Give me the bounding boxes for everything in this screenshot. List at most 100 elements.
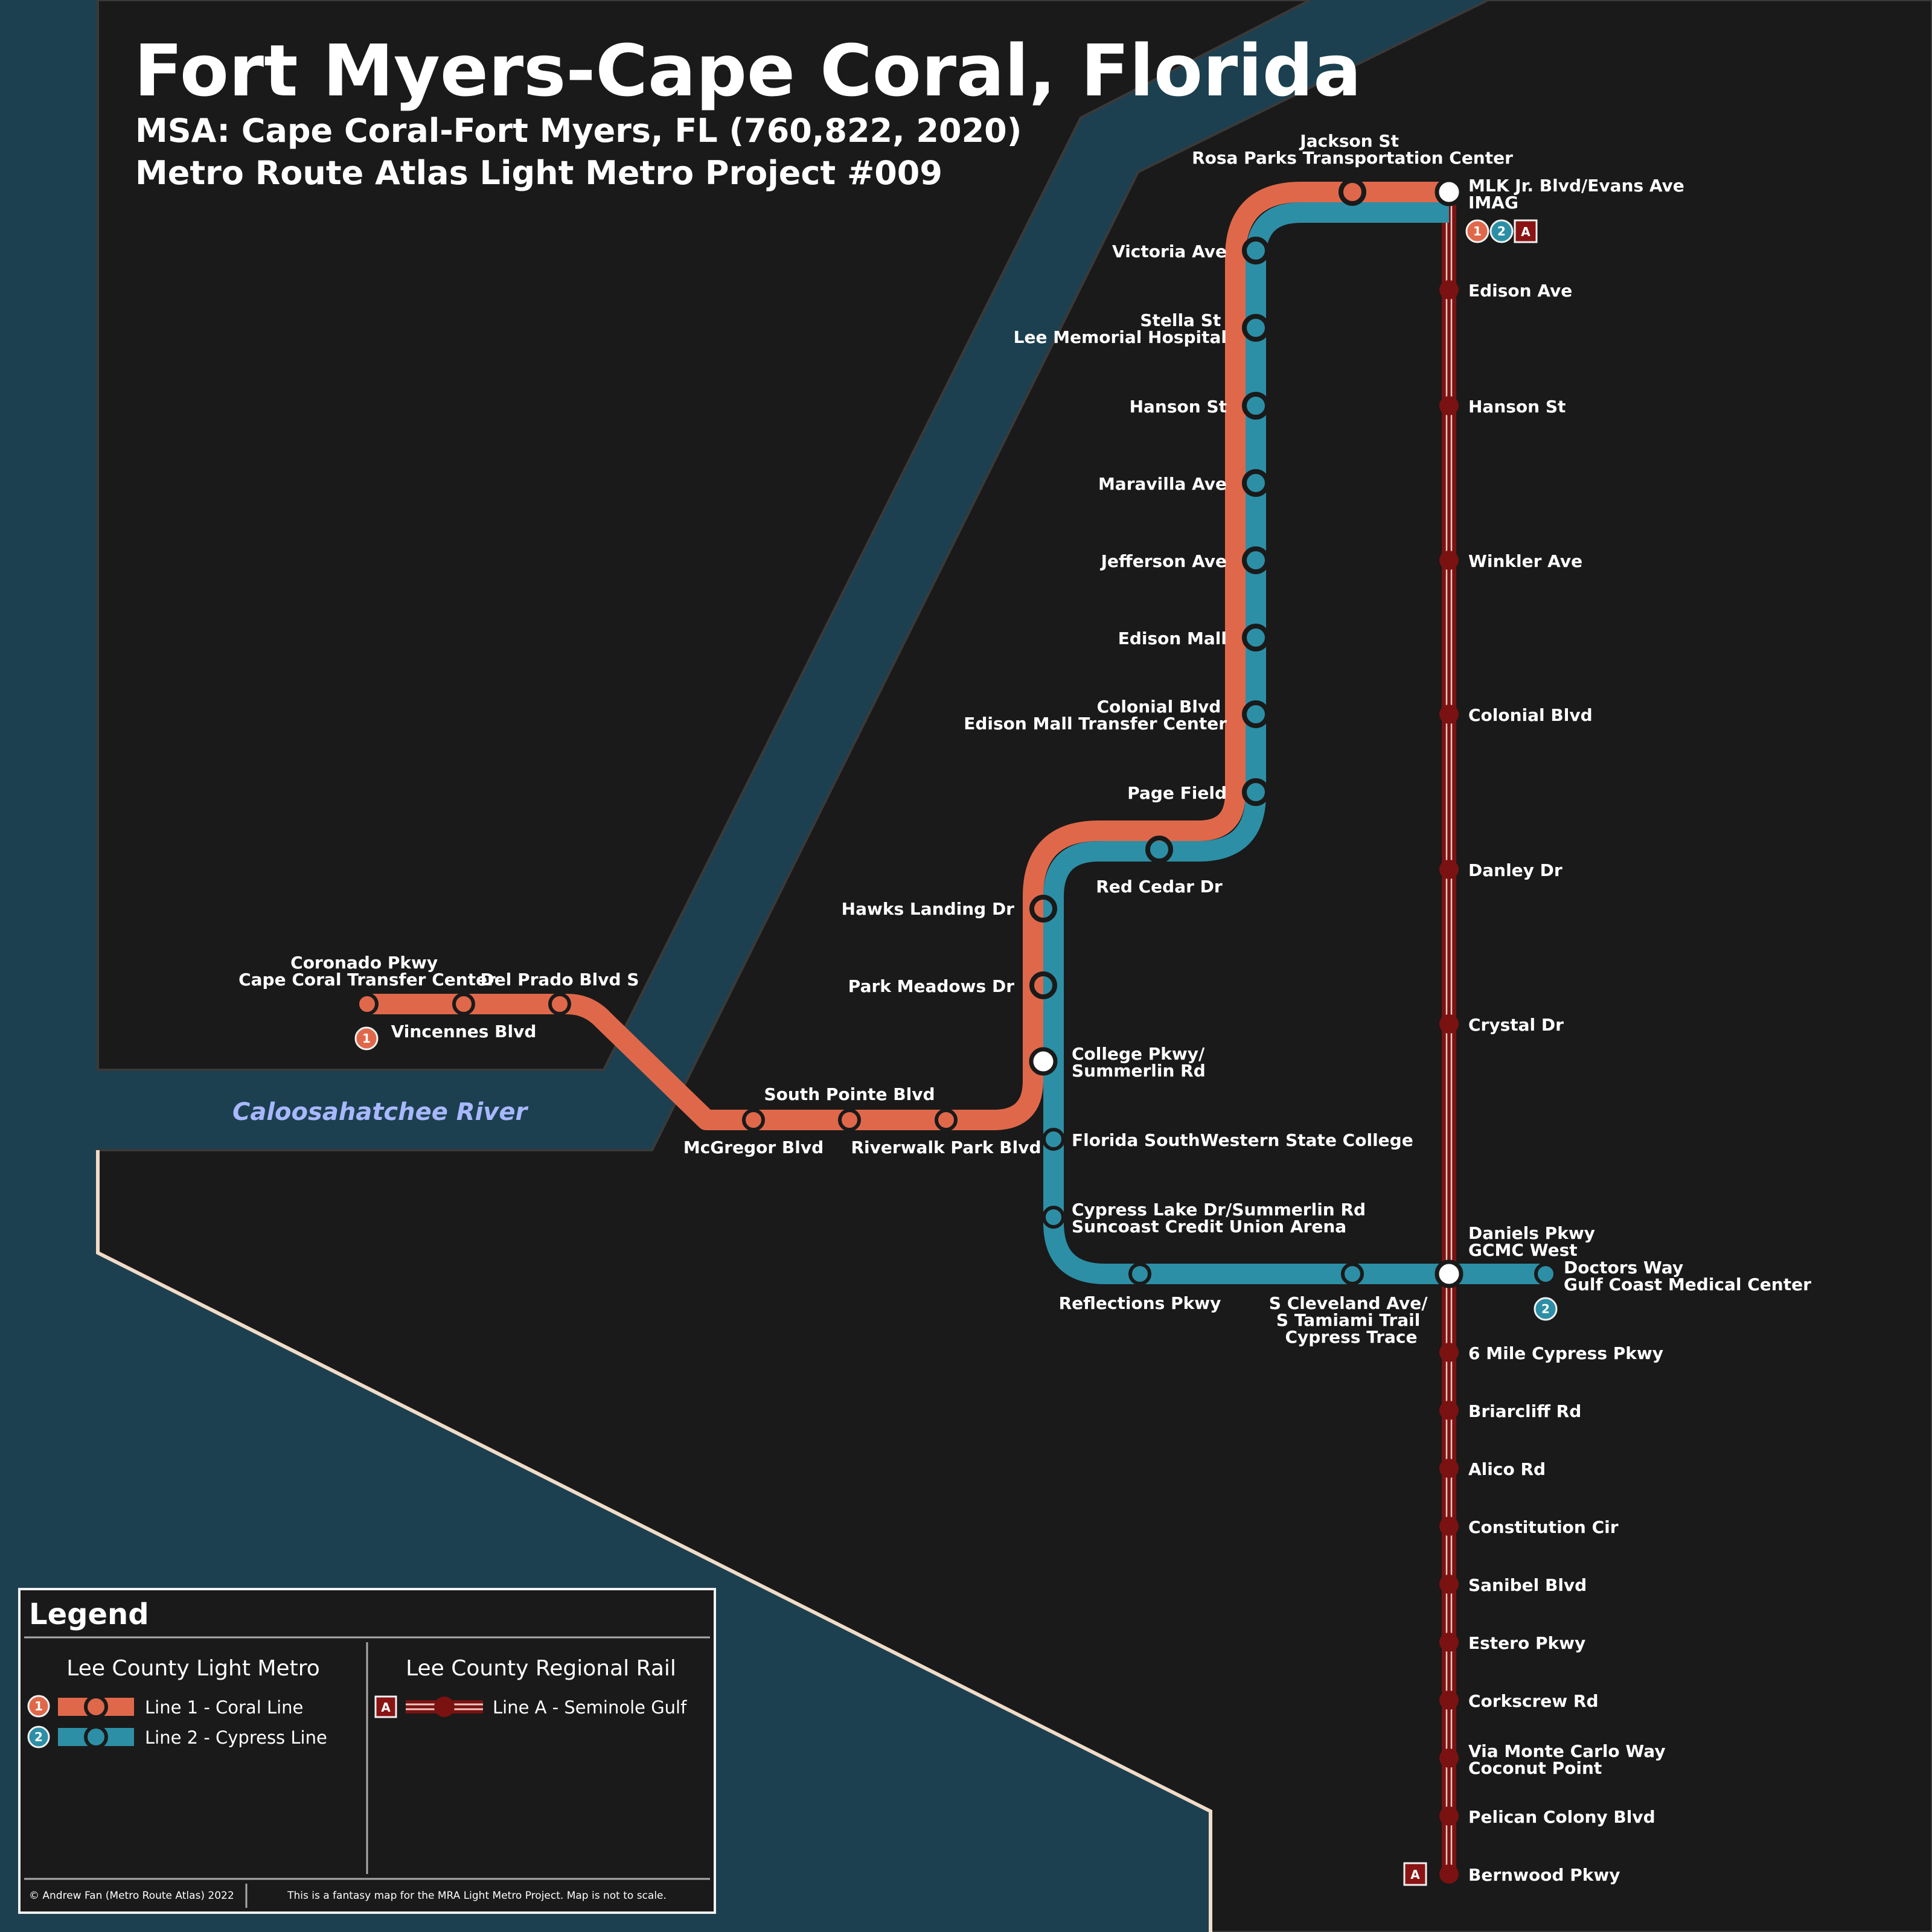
legend-title: Legend: [29, 1598, 149, 1631]
label-riverwalk: Riverwalk Park Blvd: [851, 1137, 1041, 1157]
line-a-stations: [1439, 280, 1459, 1884]
label-page-field: Page Field: [1127, 783, 1227, 803]
label-reflections: Reflections Pkwy: [1059, 1293, 1221, 1313]
legend-light-metro-heading: Lee County Light Metro: [66, 1656, 319, 1681]
station-del-prado[interactable]: [548, 993, 571, 1016]
station-winkler[interactable]: [1439, 551, 1459, 570]
station-mcgregor[interactable]: [742, 1108, 765, 1131]
station-estero[interactable]: [1439, 1633, 1459, 1652]
station-fsw[interactable]: [1042, 1128, 1065, 1151]
station-briarcliff[interactable]: [1439, 1401, 1459, 1420]
station-six-mile[interactable]: [1439, 1343, 1459, 1362]
station-crystal[interactable]: [1439, 1014, 1459, 1034]
station-alico[interactable]: [1439, 1459, 1459, 1478]
station-page-field[interactable]: [1242, 778, 1270, 806]
label-crystal: Crystal Dr: [1468, 1015, 1564, 1035]
station-red-cedar[interactable]: [1145, 836, 1173, 863]
station-edison-ave[interactable]: [1439, 280, 1459, 299]
station-labels: Coronado Pkwy Cape Coral Transfer Center…: [238, 131, 1811, 1885]
line-1-stations: [356, 993, 958, 1131]
label-winkler: Winkler Ave: [1468, 551, 1582, 571]
terminus-badge-linea-south: A: [1403, 1862, 1427, 1886]
label-six-mile: 6 Mile Cypress Pkwy: [1468, 1343, 1663, 1363]
label-sanibel: Sanibel Blvd: [1468, 1575, 1587, 1595]
legend-disclaimer: This is a fantasy map for the MRA Light …: [287, 1890, 667, 1902]
station-hanson-east[interactable]: [1439, 396, 1459, 415]
label-stella: Stella St Lee Memorial Hospital: [1014, 310, 1227, 347]
station-cypress-lake[interactable]: [1042, 1206, 1065, 1229]
label-cypress-lake: Cypress Lake Dr/Summerlin Rd Suncoast Cr…: [1072, 1200, 1372, 1236]
station-danley[interactable]: [1439, 860, 1459, 879]
terminus-badge-line1-west: 1: [354, 1026, 379, 1051]
label-victoria: Victoria Ave: [1112, 242, 1227, 261]
line-1-coral: [365, 182, 1449, 1130]
svg-text:A: A: [1410, 1867, 1420, 1882]
station-stella[interactable]: [1242, 314, 1270, 342]
svg-text:1: 1: [34, 1699, 43, 1713]
station-constitution[interactable]: [1439, 1517, 1459, 1536]
svg-text:2: 2: [1541, 1302, 1550, 1316]
station-colonial-west[interactable]: [1242, 700, 1270, 728]
label-edison-ave: Edison Ave: [1468, 281, 1572, 301]
station-vincennes[interactable]: [452, 993, 475, 1016]
label-college: College Pkwy/ Summerlin Rd: [1072, 1044, 1211, 1081]
station-via-monte[interactable]: [1439, 1748, 1459, 1768]
station-victoria[interactable]: [1242, 237, 1270, 264]
label-coronado: Coronado Pkwy Cape Coral Transfer Center: [238, 953, 496, 990]
station-sanibel[interactable]: [1439, 1575, 1459, 1594]
label-hanson-east: Hanson St: [1468, 397, 1566, 417]
svg-text:1: 1: [1473, 224, 1482, 238]
label-jefferson: Jefferson Ave: [1100, 551, 1227, 571]
legend-lineA-label: Line A - Seminole Gulf: [493, 1697, 687, 1718]
river-label: Caloosahatchee River: [232, 1098, 528, 1126]
station-riverwalk[interactable]: [935, 1108, 958, 1131]
label-danley: Danley Dr: [1468, 860, 1563, 880]
station-college-pkwy[interactable]: [1029, 1047, 1058, 1076]
svg-text:1: 1: [362, 1031, 371, 1046]
label-hanson-west: Hanson St: [1130, 397, 1227, 417]
station-jefferson[interactable]: [1242, 546, 1270, 574]
station-colonial-east[interactable]: [1439, 705, 1459, 724]
station-daniels[interactable]: [1435, 1259, 1463, 1288]
station-park-meadows[interactable]: [1029, 971, 1057, 999]
legend-line1-label: Line 1 - Coral Line: [145, 1697, 303, 1718]
label-pelican: Pelican Colony Blvd: [1468, 1807, 1655, 1827]
station-hanson-west[interactable]: [1242, 392, 1270, 420]
label-mcgregor: McGregor Blvd: [683, 1137, 824, 1157]
station-mlk[interactable]: [1435, 178, 1463, 206]
station-doctors-way[interactable]: [1534, 1262, 1557, 1285]
label-del-prado: Del Prado Blvd S: [481, 970, 639, 990]
station-reflections[interactable]: [1128, 1262, 1151, 1285]
label-cleveland: S Cleveland Ave/ S Tamiami Trail Cypress…: [1269, 1293, 1433, 1347]
label-hawks-landing: Hawks Landing Dr: [842, 899, 1015, 919]
label-jackson: Jackson St Rosa Parks Transportation Cen…: [1192, 131, 1513, 168]
label-colonial-west: Colonial Blvd Edison Mall Transfer Cente…: [964, 697, 1227, 734]
shared-stations: [1029, 178, 1366, 1076]
label-constitution: Constitution Cir: [1468, 1517, 1619, 1537]
station-hawks-landing[interactable]: [1029, 895, 1057, 923]
station-maravilla[interactable]: [1242, 469, 1270, 497]
label-colonial-east: Colonial Blvd: [1468, 705, 1593, 725]
station-south-pointe[interactable]: [838, 1108, 861, 1131]
map-title: Fort Myers-Cape Coral, Florida: [134, 29, 1361, 112]
station-corkscrew[interactable]: [1439, 1690, 1459, 1710]
station-jackson[interactable]: [1339, 178, 1366, 206]
station-pelican[interactable]: [1439, 1806, 1459, 1826]
station-coronado[interactable]: [356, 993, 379, 1016]
label-south-pointe: South Pointe Blvd: [764, 1084, 935, 1104]
station-cleveland[interactable]: [1341, 1262, 1364, 1285]
label-briarcliff: Briarcliff Rd: [1468, 1401, 1581, 1421]
legend-line2-label: Line 2 - Cypress Line: [145, 1727, 327, 1748]
label-maravilla: Maravilla Ave: [1098, 474, 1227, 494]
line-2-cypress: [1043, 202, 1546, 1284]
label-estero: Estero Pkwy: [1468, 1633, 1585, 1653]
station-bernwood[interactable]: [1439, 1864, 1459, 1884]
project-subtitle: Metro Route Atlas Light Metro Project #0…: [135, 154, 942, 192]
label-park-meadows: Park Meadows Dr: [848, 976, 1014, 996]
label-corkscrew: Corkscrew Rd: [1468, 1691, 1599, 1711]
label-via-monte: Via Monte Carlo Way Coconut Point: [1468, 1741, 1671, 1778]
label-daniels: Daniels Pkwy GCMC West: [1468, 1223, 1601, 1260]
station-edison-mall[interactable]: [1242, 624, 1270, 651]
label-alico: Alico Rd: [1468, 1459, 1546, 1479]
